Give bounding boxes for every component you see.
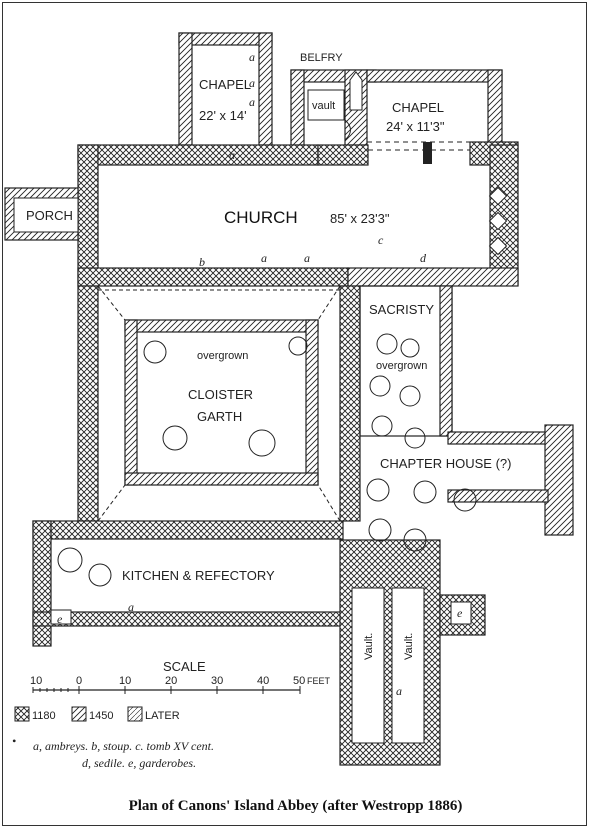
label-vault-2: Vault. bbox=[403, 633, 415, 660]
scale-tick: 50 bbox=[293, 675, 305, 687]
notes-bullet: • bbox=[12, 734, 16, 748]
marker-a: a bbox=[249, 50, 255, 64]
marker-a: a bbox=[249, 76, 255, 90]
marker-e: e bbox=[457, 606, 463, 620]
scale-tick: 20 bbox=[165, 675, 177, 687]
scale-tick: 30 bbox=[211, 675, 223, 687]
legend-swatch-1450 bbox=[71, 706, 87, 722]
marker-a: a bbox=[229, 148, 235, 162]
label-chapter-house: CHAPTER HOUSE (?) bbox=[380, 456, 511, 471]
marker-a: a bbox=[261, 251, 267, 265]
scale-tick: 10 bbox=[30, 675, 42, 687]
legend: 1180 1450 LATER bbox=[14, 706, 180, 722]
porch bbox=[4, 187, 79, 241]
marker-b: b bbox=[199, 255, 205, 269]
label-chapel-east: CHAPEL bbox=[392, 100, 444, 115]
label-overgrown-1: overgrown bbox=[197, 350, 248, 362]
label-chapel-north: CHAPEL bbox=[199, 77, 251, 92]
cloister bbox=[77, 285, 361, 522]
marker-c: c bbox=[378, 233, 384, 247]
legend-label-1180: 1180 bbox=[32, 710, 56, 722]
chapter-house bbox=[360, 424, 574, 536]
scale-tick: 40 bbox=[257, 675, 269, 687]
scale-bar: SCALE 10 0 10 20 30 40 50 FEET bbox=[30, 659, 331, 694]
marker-a: a bbox=[396, 684, 402, 698]
notes-line-2: d, sedile. e, garderobes. bbox=[82, 756, 196, 770]
label-church: CHURCH bbox=[224, 208, 298, 227]
vegetation bbox=[57, 333, 477, 587]
marker-d: d bbox=[420, 251, 427, 265]
label-porch: PORCH bbox=[26, 208, 73, 223]
label-church-dim: 85' x 23'3" bbox=[330, 211, 390, 226]
legend-swatch-1180 bbox=[14, 706, 30, 722]
scale-tick: 0 bbox=[76, 675, 82, 687]
legend-label-later: LATER bbox=[145, 710, 180, 722]
label-vault-belfry: vault bbox=[312, 100, 335, 112]
label-belfry: BELFRY bbox=[300, 52, 343, 64]
scale-tick: 10 bbox=[119, 675, 131, 687]
label-garth: GARTH bbox=[197, 409, 242, 424]
legend-swatch-later bbox=[127, 706, 143, 722]
scale-title: SCALE bbox=[163, 659, 206, 674]
label-chapel-east-dim: 24' x 11'3" bbox=[386, 119, 445, 134]
belfry-block bbox=[290, 69, 377, 146]
marker-a: a bbox=[249, 95, 255, 109]
vault-block bbox=[339, 539, 486, 766]
notes-line-1: a, ambreys. b, stoup. c. tomb XV cent. bbox=[33, 739, 214, 753]
label-sacristy: SACRISTY bbox=[369, 302, 434, 317]
figure-caption: Plan of Canons' Island Abbey (after West… bbox=[128, 798, 463, 814]
scale-unit: FEET bbox=[307, 676, 331, 686]
kitchen-refectory bbox=[32, 520, 344, 647]
label-cloister: CLOISTER bbox=[188, 387, 253, 402]
label-vault-1: Vault. bbox=[363, 633, 375, 660]
legend-label-1450: 1450 bbox=[89, 710, 113, 722]
church bbox=[77, 141, 519, 287]
label-overgrown-2: overgrown bbox=[376, 360, 427, 372]
marker-e: e bbox=[57, 612, 63, 626]
abbey-plan: CHAPEL 22' x 14' BELFRY vault CHAPEL 24'… bbox=[4, 32, 574, 770]
marker-a: a bbox=[304, 251, 310, 265]
east-chapel bbox=[366, 69, 503, 164]
label-kitchen: KITCHEN & REFECTORY bbox=[122, 568, 275, 583]
marker-a: a bbox=[128, 600, 134, 614]
label-chapel-north-dim: 22' x 14' bbox=[199, 108, 247, 123]
